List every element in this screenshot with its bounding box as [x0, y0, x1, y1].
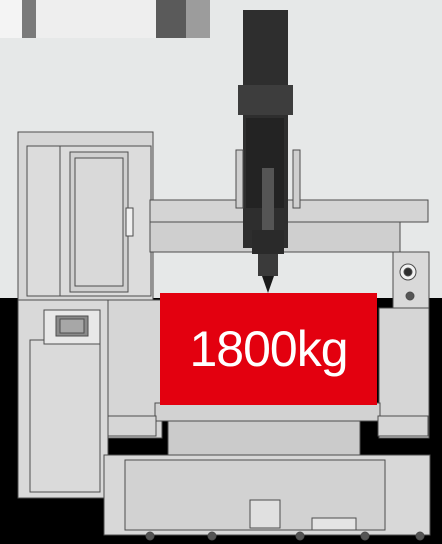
- electrical-cabinet: [17, 131, 154, 301]
- emergency-stop-icon: [405, 291, 415, 301]
- lower-cabinet: [17, 299, 163, 499]
- top-photo-strip: [0, 0, 210, 38]
- machine-base: [103, 402, 431, 541]
- load-block: [160, 293, 377, 405]
- gantry-beam: [149, 199, 429, 253]
- spindle-head: [235, 10, 301, 293]
- cabinet-handle: [125, 207, 134, 237]
- right-column: [378, 251, 430, 439]
